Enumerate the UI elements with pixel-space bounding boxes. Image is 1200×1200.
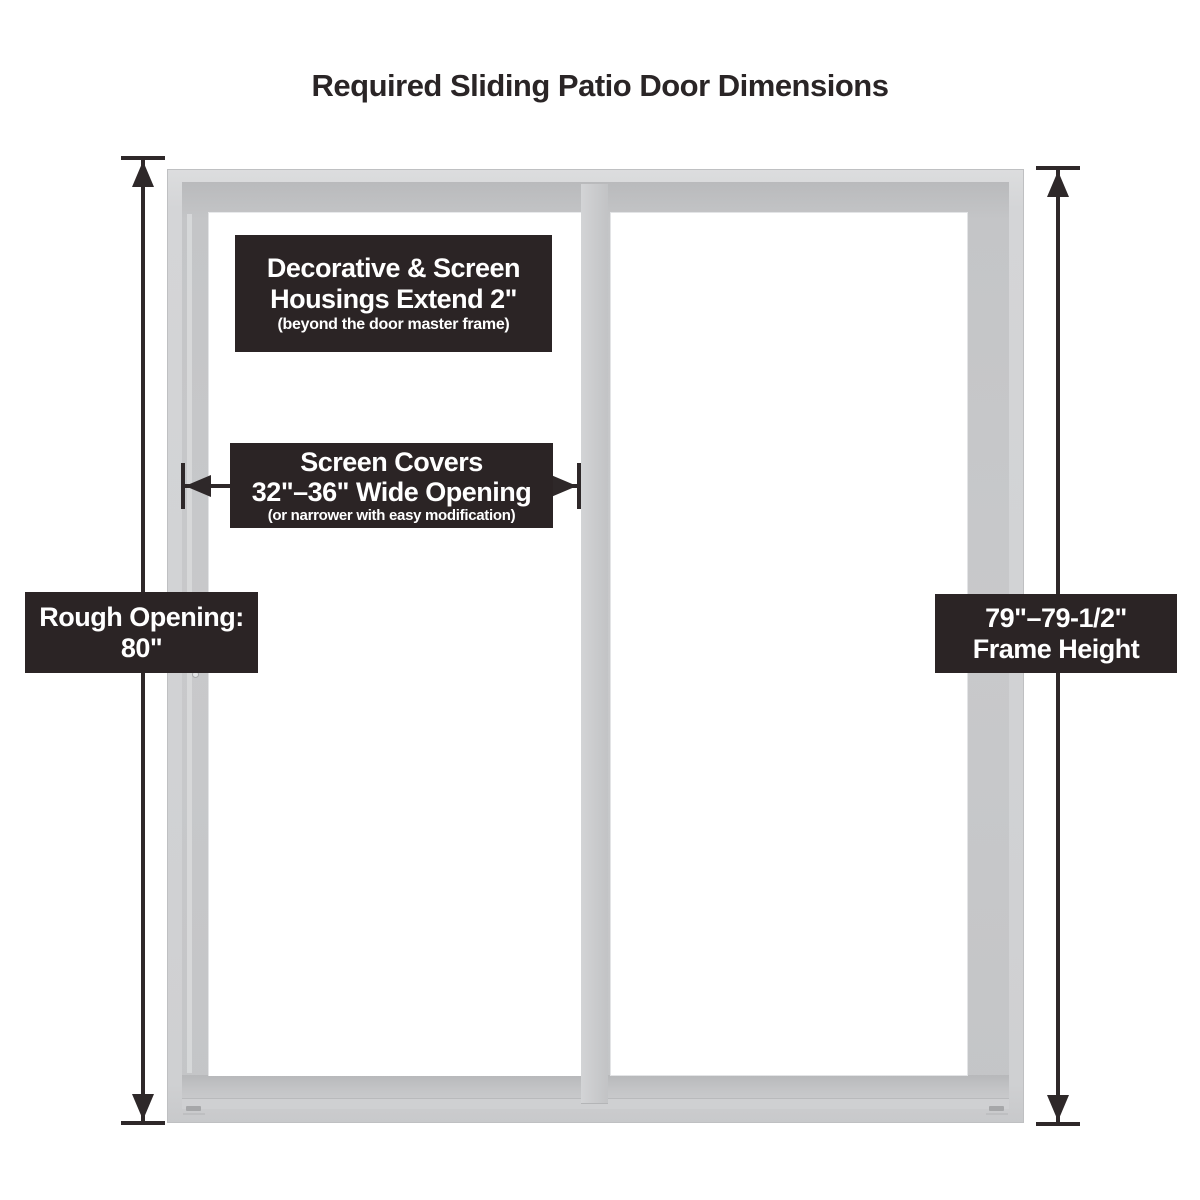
dimension-end-cap xyxy=(1036,1122,1080,1126)
callout-note: (beyond the door master frame) xyxy=(277,315,510,333)
callout-line2: 32"–36" Wide Opening xyxy=(251,476,532,507)
callout-line2: Frame Height xyxy=(972,633,1140,664)
dimension-end-cap xyxy=(121,1121,165,1125)
callout-line2: 80" xyxy=(120,632,163,663)
callout-line1: Screen Covers xyxy=(300,446,483,477)
callout-frame-height: 79"–79-1/2" Frame Height xyxy=(935,594,1177,673)
callout-line1: 79"–79-1/2" xyxy=(985,602,1127,633)
page-title: Required Sliding Patio Door Dimensions xyxy=(311,68,889,103)
brand-text-line xyxy=(986,1113,1008,1115)
callout-note: (or narrower with easy modification) xyxy=(267,506,516,524)
up-arrowhead-icon xyxy=(1047,171,1069,197)
callout-screen-covers: Screen Covers 32"–36" Wide Opening (or n… xyxy=(230,443,553,528)
callout-line1: Decorative & Screen xyxy=(266,252,521,283)
brand-mark-icon xyxy=(989,1106,1004,1111)
down-arrowhead-icon xyxy=(132,1094,154,1120)
dimension-tick xyxy=(577,463,581,509)
brand-text-line xyxy=(183,1113,205,1115)
brand-label-right xyxy=(986,1106,1008,1117)
brand-label-left xyxy=(183,1106,205,1117)
callout-line2: Housings Extend 2" xyxy=(270,283,517,314)
fixed-panel-glass xyxy=(610,212,968,1076)
down-arrowhead-icon xyxy=(1047,1095,1069,1121)
center-meeting-stile xyxy=(581,184,608,1104)
sliding-panel-glass xyxy=(208,212,582,1076)
callout-housings-extend: Decorative & Screen Housings Extend 2" (… xyxy=(235,235,552,352)
callout-rough-opening: Rough Opening: 80" xyxy=(25,592,258,673)
up-arrowhead-icon xyxy=(132,161,154,187)
brand-mark-icon xyxy=(186,1106,201,1111)
right-arrowhead-icon xyxy=(551,475,577,497)
left-arrowhead-icon xyxy=(185,475,211,497)
callout-line1: Rough Opening: xyxy=(39,601,244,632)
